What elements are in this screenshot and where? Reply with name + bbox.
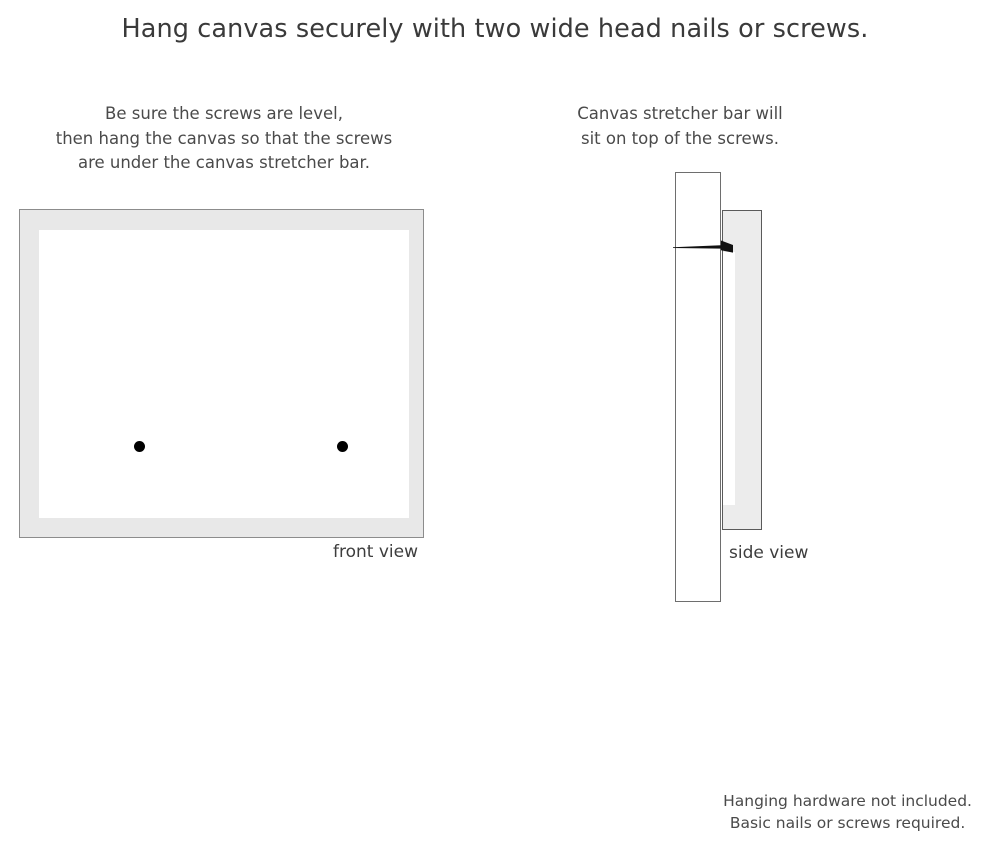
screw-head-icon-left	[134, 441, 145, 452]
hardware-disclaimer: Hanging hardware not included. Basic nai…	[723, 792, 972, 832]
side-view-label: side view	[729, 543, 809, 563]
side-view-diagram	[660, 160, 790, 620]
side-view-instructions: Canvas stretcher bar will sit on top of …	[577, 104, 783, 148]
wall-cross-section	[675, 172, 721, 602]
nail-icon	[673, 240, 733, 253]
screw-head-icon-right	[337, 441, 348, 452]
front-view-label: front view	[333, 542, 418, 562]
stretcher-bar-inner-face	[723, 252, 735, 505]
canvas-face	[39, 230, 409, 518]
front-view-diagram	[19, 209, 424, 538]
page-title: Hang canvas securely with two wide head …	[121, 14, 869, 44]
front-view-instructions: Be sure the screws are level, then hang …	[55, 104, 393, 173]
